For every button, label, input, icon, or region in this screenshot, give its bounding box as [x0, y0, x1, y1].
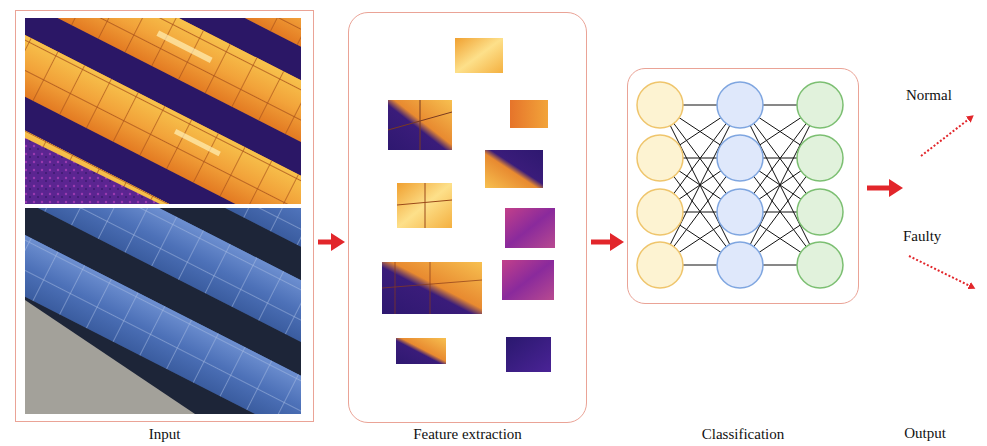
illustration-part	[455, 38, 503, 73]
illustration-part	[396, 338, 446, 364]
illustration-part	[637, 135, 683, 181]
panel-rows	[25, 18, 301, 204]
rgb-image	[25, 208, 301, 414]
illustration-part	[388, 100, 452, 150]
faulty-arrow	[909, 256, 970, 286]
illustration-part	[382, 262, 482, 314]
hidden-neurons	[717, 82, 763, 288]
output-label: Faulty	[903, 228, 941, 245]
illustration-part	[637, 82, 683, 128]
illustration-part	[717, 135, 763, 181]
illustration-part	[740, 105, 820, 265]
ground-area	[25, 300, 195, 414]
illustration-part	[797, 135, 843, 181]
illustration-part	[502, 260, 554, 300]
illustration-part	[25, 18, 301, 204]
illustration-part	[382, 262, 482, 314]
illustration-part	[717, 82, 763, 128]
ground-area	[25, 138, 160, 204]
illustration-part	[717, 242, 763, 288]
panel-title: Feature extraction	[413, 426, 522, 443]
panel-title: Input	[149, 426, 181, 443]
network-links	[660, 105, 820, 265]
illustration-part	[174, 129, 221, 156]
panel-box: Feature extraction	[348, 12, 587, 423]
illustration-part	[510, 100, 548, 128]
thermal-image	[25, 18, 301, 204]
illustration-part	[506, 337, 551, 372]
illustration-part	[397, 183, 452, 228]
illustration-part	[505, 208, 555, 248]
panel-box: Input	[15, 10, 314, 422]
illustration-part	[637, 242, 683, 288]
illustration-part	[25, 64, 301, 204]
illustration-part	[660, 105, 740, 265]
illustration-part	[397, 183, 452, 228]
feature-patches	[382, 38, 555, 372]
illustration-part	[485, 150, 543, 188]
normal-arrow	[921, 119, 969, 156]
panel-rows	[25, 208, 301, 414]
illustration-part	[740, 105, 820, 265]
illustration-part	[797, 82, 843, 128]
output-neurons	[797, 82, 843, 288]
illustration-part	[25, 208, 301, 414]
illustration-part	[637, 189, 683, 235]
illustration-part	[797, 189, 843, 235]
panel-title: Classification	[702, 426, 785, 443]
illustration-part	[388, 100, 452, 150]
panel-box: Classification	[627, 68, 859, 304]
illustration-part	[797, 242, 843, 288]
flow-arrow	[318, 240, 333, 245]
illustration-part	[25, 260, 301, 414]
illustration-part	[156, 30, 212, 63]
output-label: Output	[904, 425, 946, 442]
input-neurons	[637, 82, 683, 288]
output-arrow	[867, 186, 891, 191]
output-label: Normal	[906, 87, 952, 104]
illustration-part	[717, 189, 763, 235]
flow-arrow	[591, 240, 612, 245]
illustration-part	[660, 105, 740, 265]
